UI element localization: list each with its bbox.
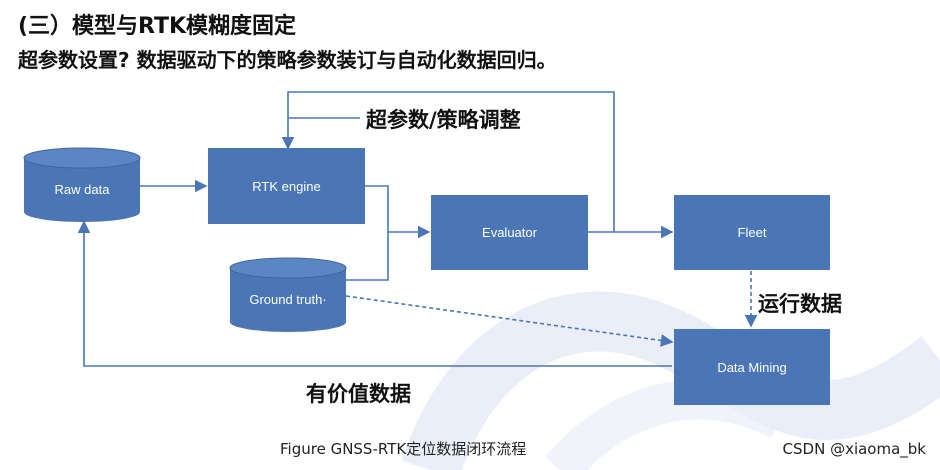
rtk-engine-box: RTK engine xyxy=(208,148,365,224)
data-mining-box: Data Mining xyxy=(674,329,830,405)
fleet-box: Fleet xyxy=(674,195,830,270)
ground-truth-cylinder xyxy=(229,257,347,332)
page-title: (三）模型与RTK模糊度固定 xyxy=(18,14,297,39)
page-subtitle: 超参数设置? 数据驱动下的策略参数装订与自动化数据回归。 xyxy=(18,48,557,72)
hyperparam-annotation: 超参数/策略调整 xyxy=(366,108,521,132)
run-data-annotation: 运行数据 xyxy=(758,292,842,316)
watermark: CSDN @xiaoma_bk xyxy=(782,440,926,458)
arrow-gt-to-datamining xyxy=(345,295,674,347)
ground-truth-label: Ground truth· xyxy=(249,292,327,307)
valuable-data-annotation: 有价值数据 xyxy=(306,382,411,406)
evaluator-box: Evaluator xyxy=(431,195,588,270)
arrow-gt-to-evaluator xyxy=(346,232,389,281)
decor-wave-2 xyxy=(544,379,789,470)
decor-wave xyxy=(401,291,940,470)
raw-data-cylinder xyxy=(23,147,141,222)
figure-caption: Figure GNSS-RTK定位数据闭环流程 xyxy=(280,440,527,458)
raw-data-label: Raw data xyxy=(54,182,110,197)
arrow-feedback-loop xyxy=(281,91,615,232)
arrow-datamining-to-raw xyxy=(77,220,672,367)
arrow-rtk-to-evaluator xyxy=(365,185,431,239)
